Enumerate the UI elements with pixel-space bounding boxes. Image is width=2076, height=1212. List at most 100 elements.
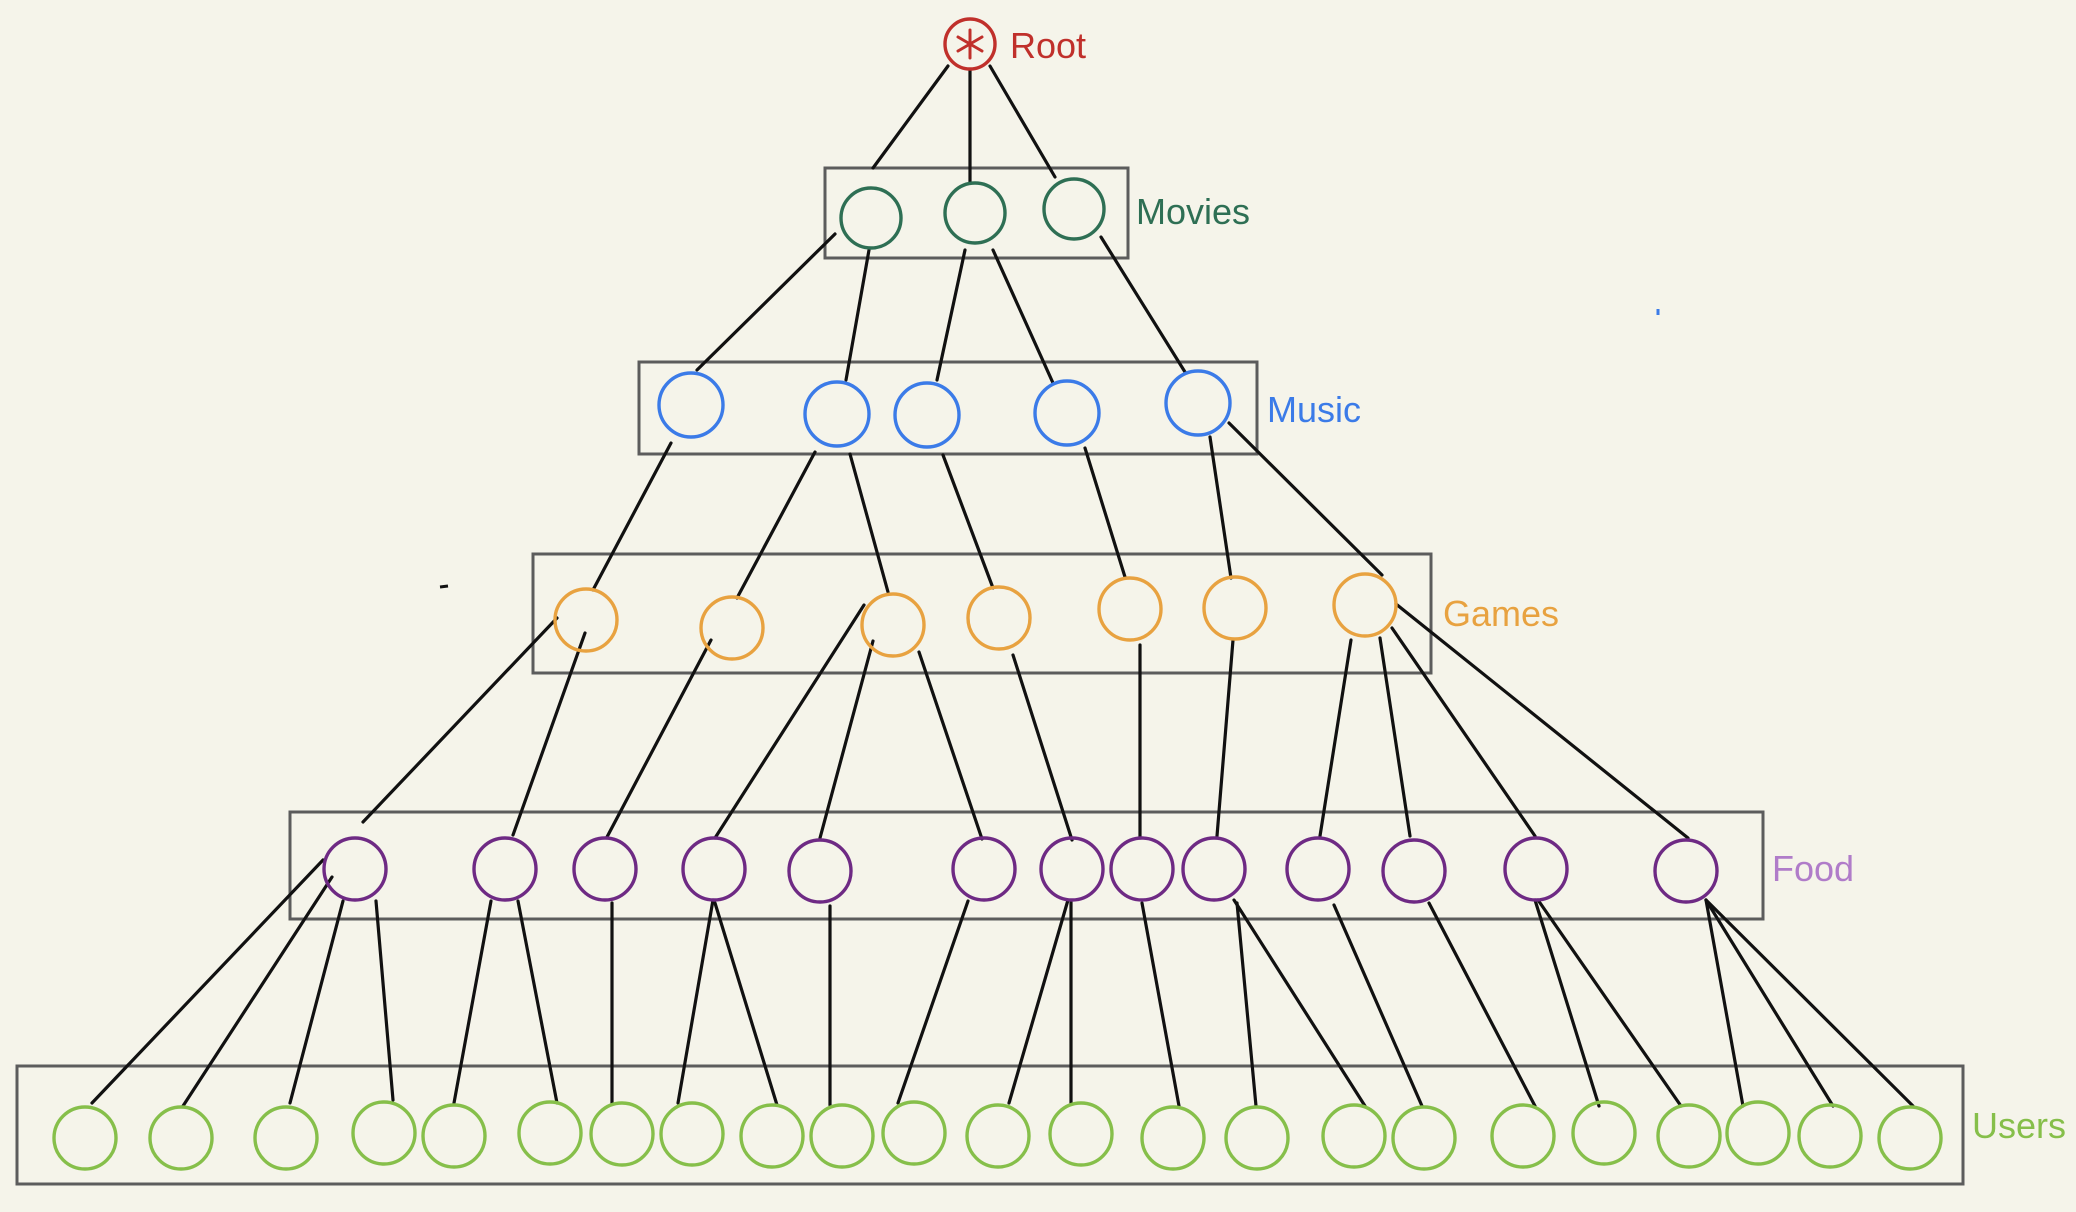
games-node [553, 587, 619, 653]
edge [713, 603, 866, 840]
asterisk-icon [956, 28, 984, 60]
edge [917, 650, 984, 841]
edge [1227, 421, 1384, 577]
music-node [803, 380, 871, 448]
food-node [472, 836, 538, 902]
movies-nodes [839, 177, 1106, 250]
user-node [965, 1103, 1031, 1169]
user-node [517, 1100, 583, 1166]
food-node [1109, 836, 1175, 902]
food-group-box [288, 810, 1765, 921]
edge [935, 248, 967, 382]
edge [1215, 638, 1235, 838]
edge [848, 452, 890, 594]
movies-group-box [823, 166, 1130, 260]
edge [988, 64, 1057, 179]
food-nodes [322, 836, 1719, 904]
edge [1704, 898, 1835, 1108]
games-node [1097, 576, 1163, 642]
games-node [1202, 575, 1268, 641]
games-nodes [553, 572, 1398, 661]
user-node [881, 1100, 947, 1166]
level-label-food: Food [1772, 848, 1854, 889]
music-node [657, 371, 725, 439]
edge [181, 875, 334, 1108]
edge [511, 631, 587, 837]
edge [941, 453, 995, 590]
stray-mark [439, 584, 449, 589]
level-label-movies: Movies [1136, 191, 1250, 232]
user-node [421, 1103, 487, 1169]
user-node [1877, 1105, 1943, 1171]
food-node [1503, 836, 1569, 902]
edge [1390, 626, 1537, 838]
edge [1208, 435, 1233, 580]
edge [818, 639, 875, 840]
edge [452, 899, 493, 1105]
games-node [699, 595, 765, 661]
level-label-users: Users [1972, 1105, 2066, 1146]
edge [374, 899, 395, 1102]
user-node [253, 1105, 319, 1171]
food-node [1653, 838, 1719, 904]
music-node [893, 381, 961, 449]
edge [676, 898, 715, 1105]
food-node [322, 836, 388, 902]
edge [1232, 898, 1367, 1108]
edge [735, 450, 817, 600]
level-label-games: Games [1443, 593, 1559, 634]
user-node [1490, 1103, 1556, 1169]
food-node [1285, 836, 1351, 902]
edge [288, 899, 345, 1105]
games-node [966, 585, 1032, 651]
edge [871, 64, 950, 170]
user-node [1571, 1100, 1637, 1166]
food-node [1181, 836, 1247, 902]
food-node [572, 836, 638, 902]
music-node [1033, 379, 1101, 447]
edge [695, 232, 837, 372]
music-group-box [637, 360, 1259, 456]
edge [1007, 898, 1070, 1105]
movies-node [839, 186, 903, 250]
user-node [351, 1100, 417, 1166]
edge [1533, 898, 1601, 1108]
games-node [1332, 572, 1398, 638]
food-node [951, 836, 1017, 902]
edge [1235, 901, 1258, 1108]
music-nodes [657, 369, 1232, 449]
games-node [860, 592, 926, 658]
level-label-root: Root [1010, 25, 1086, 66]
user-node [1656, 1103, 1722, 1169]
edge [713, 901, 779, 1107]
root-node [943, 17, 997, 71]
edge [1378, 636, 1412, 838]
food-node [787, 838, 853, 904]
users-group-box [15, 1064, 1965, 1186]
edge [1140, 901, 1181, 1108]
user-node [1321, 1103, 1387, 1169]
user-node [1725, 1100, 1791, 1166]
edges [90, 64, 1915, 1108]
games-group-box [531, 552, 1433, 675]
edge [1011, 653, 1074, 842]
edge [90, 858, 325, 1105]
edge [361, 616, 559, 824]
edge [516, 899, 559, 1105]
user-node [1224, 1105, 1290, 1171]
user-node [1048, 1101, 1114, 1167]
food-node [1039, 836, 1105, 902]
edge [1332, 903, 1424, 1108]
user-node [52, 1105, 118, 1171]
level-label-music: Music [1267, 389, 1361, 430]
edge [1099, 235, 1187, 374]
edge [1704, 898, 1745, 1108]
edge [991, 248, 1055, 385]
edge [896, 899, 970, 1105]
edge [844, 248, 871, 382]
user-node [1140, 1105, 1206, 1171]
user-node [1797, 1103, 1863, 1169]
edge [1318, 638, 1353, 838]
user-node [659, 1101, 725, 1167]
